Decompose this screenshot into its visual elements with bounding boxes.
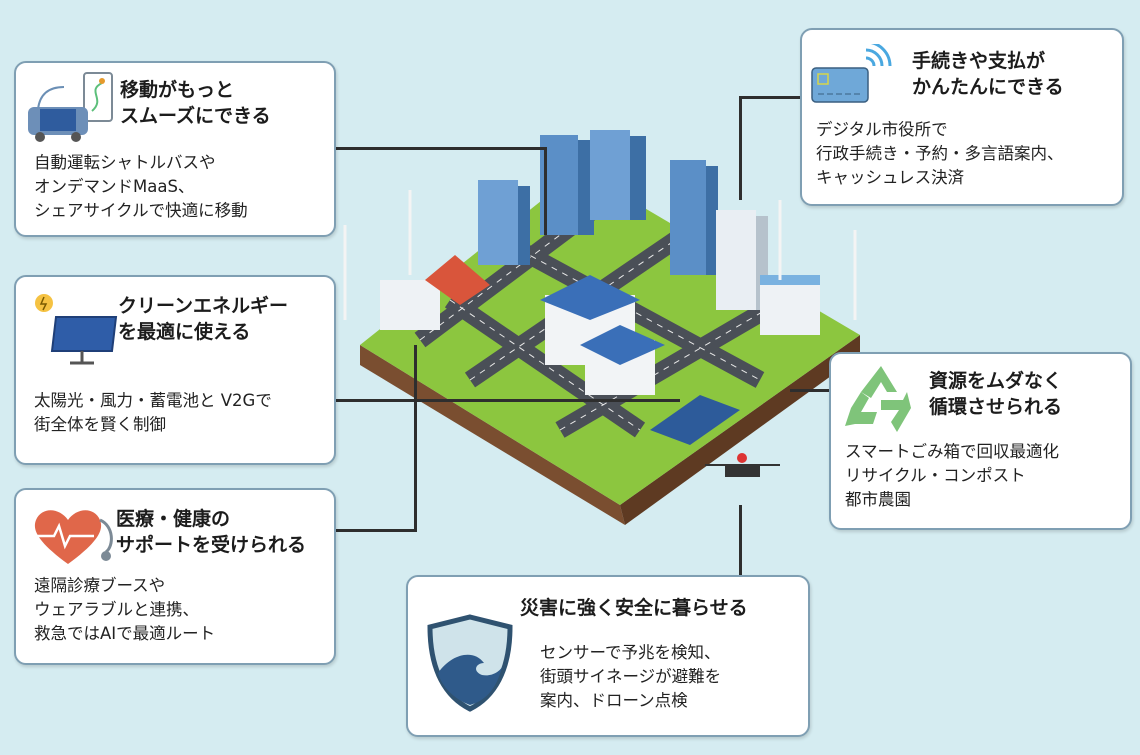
card-title: かんたんにできる — [912, 76, 1064, 98]
connector-line — [740, 96, 802, 99]
card-title: クリーンエネルギー — [118, 295, 289, 317]
card-mobility: 移動がもっとスムーズにできる 自動運転シャトルバスやオンデマンドMaaS、シェア… — [14, 61, 336, 237]
card-disaster: 災害に強く安全に暮らせる センサーで予兆を検知、街頭サイネージが避難を案内、ドロ… — [406, 575, 810, 737]
connector-line — [739, 96, 742, 200]
card-resource: 資源をムダなく循環させられる スマートごみ箱で回収最適化リサイクル・コンポスト都… — [829, 352, 1132, 530]
buildings — [380, 130, 820, 445]
card-title: スムーズにできる — [120, 105, 271, 127]
card-text: ウェアラブルと連携、 — [34, 600, 199, 619]
card-title: サポートを受けられる — [116, 534, 307, 556]
card-text: センサーで予兆を検知、 — [540, 643, 721, 662]
connector-line — [790, 389, 830, 392]
card-text: 案内、ドローン点検 — [540, 691, 688, 710]
connector-line — [414, 345, 417, 532]
drone-icon — [705, 453, 780, 477]
card-text: シェアサイクルで快適に移動 — [34, 201, 248, 220]
card-health: 医療・健康のサポートを受けられる 遠隔診療ブースやウェアラブルと連携、救急ではA… — [14, 488, 336, 665]
card-text: 自動運転シャトルバスや — [34, 153, 216, 172]
card-title: 資源をムダなく — [929, 370, 1063, 392]
card-title: を最適に使える — [118, 321, 251, 343]
card-payment: 手続きや支払がかんたんにできる デジタル市役所で行政手続き・予約・多言語案内、キ… — [800, 28, 1124, 206]
card-text: オンデマンドMaaS、 — [34, 177, 195, 196]
card-text: 行政手続き・予約・多言語案内、 — [816, 144, 1064, 163]
card-title: 循環させられる — [929, 396, 1063, 418]
card-text: 遠隔診療ブースや — [34, 576, 166, 595]
card-text: 街頭サイネージが避難を — [540, 667, 722, 686]
card-text: 街全体を賢く制御 — [34, 415, 166, 434]
card-title: 手続きや支払が — [912, 50, 1046, 72]
card-title: 移動がもっと — [120, 79, 235, 101]
bus-phone-icon — [28, 72, 113, 142]
card-text: デジタル市役所で — [816, 120, 948, 139]
card-energy: クリーンエネルギーを最適に使える 太陽光・風力・蓄電池と V2Gで街全体を賢く制… — [14, 275, 336, 465]
connector-line — [335, 529, 417, 532]
card-text: キャッシュレス決済 — [816, 168, 965, 187]
wind-turbines — [343, 190, 857, 320]
card-title: 災害に強く安全に暮らせる — [520, 597, 748, 619]
recycle-icon — [845, 366, 911, 432]
connector-line — [335, 399, 680, 402]
card-text: 太陽光・風力・蓄電池と V2Gで — [34, 391, 272, 410]
solar-panel-icon — [35, 294, 118, 365]
card-text: 都市農園 — [845, 490, 911, 509]
connector-line — [544, 147, 547, 235]
card-text: リサイクル・コンポスト — [845, 466, 1026, 485]
heart-stethoscope-icon — [34, 510, 113, 564]
card-text: スマートごみ箱で回収最適化 — [845, 442, 1060, 461]
connector-line — [739, 505, 742, 577]
connector-line — [335, 147, 546, 150]
shield-wave-icon — [427, 614, 513, 712]
card-text: 救急ではAIで最適ルート — [34, 624, 216, 643]
contactless-card-icon — [811, 44, 892, 103]
card-title: 医療・健康の — [116, 508, 231, 530]
